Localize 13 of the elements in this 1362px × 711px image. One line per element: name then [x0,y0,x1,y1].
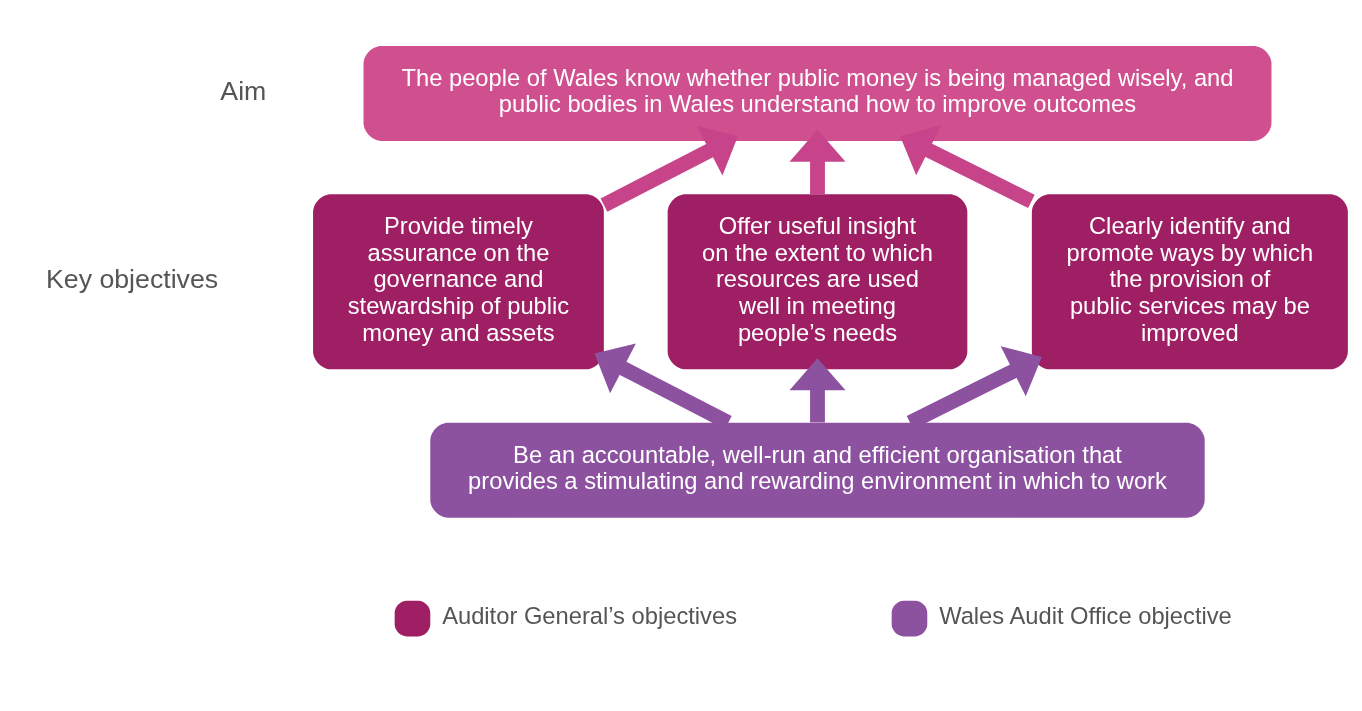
legend-label: Auditor General’s objectives [442,602,738,629]
arrow [789,129,846,194]
node-box: The people of Wales know whether public money is being managed wisely, and public bodies in Wales understand how to improve outcomes [363,45,1272,141]
node-box: Clearly identify and promote ways by which the provision of public services may be improved [1031,193,1348,369]
arrow [900,124,1035,208]
node-box: Be an accountable, well-run and efficient organisation that provides a stimulating and rewarding environment in which to work [430,422,1205,518]
node-box: Provide timely assurance on the governance and stewardship of public money and assets [313,193,604,369]
legend-label: Wales Audit Office objective [939,602,1232,629]
arrow [600,125,738,212]
arrow [789,357,846,422]
label: Key objectives [46,263,219,294]
label: Aim [220,75,267,106]
node-box: Offer useful insight on the extent to which resources are used well in meeting people’s needs [667,193,968,369]
